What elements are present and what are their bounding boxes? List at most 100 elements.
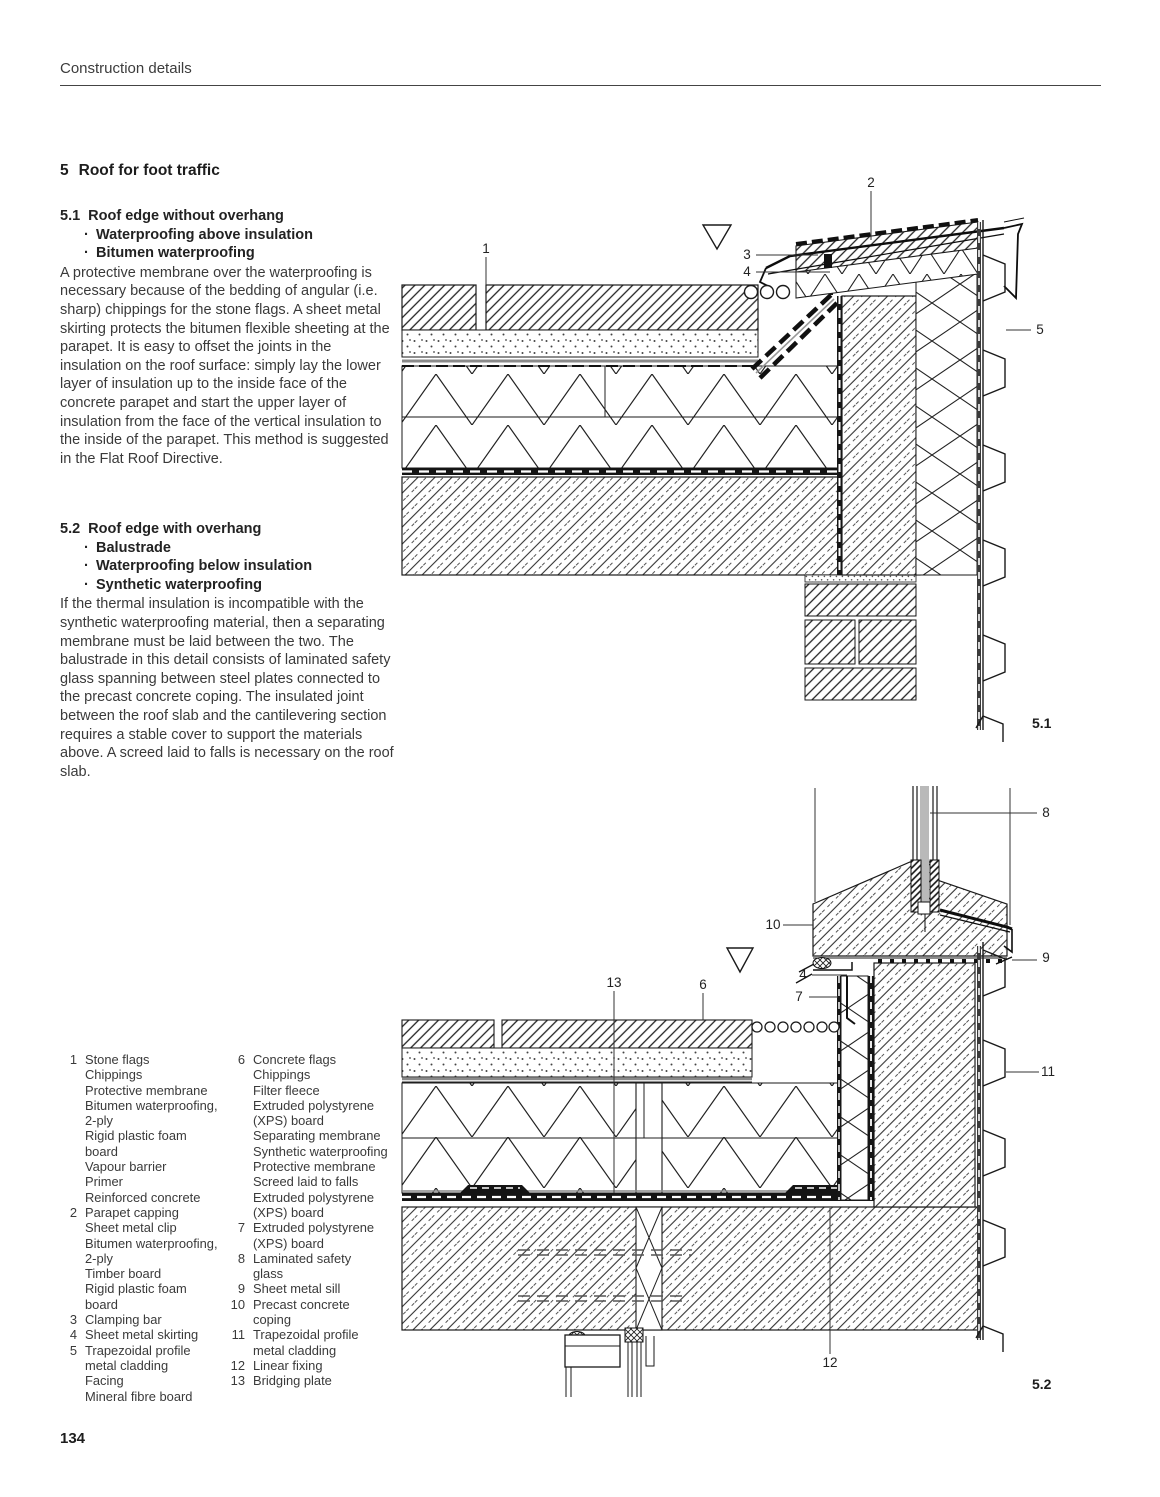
drawing-callout: 10	[765, 917, 780, 932]
legend-item-lines: Bridging plate	[253, 1373, 332, 1388]
callout-number: 9	[1042, 949, 1050, 965]
callout-number: 11	[1040, 1063, 1056, 1079]
legend-item-number: 2	[69, 1204, 77, 1220]
bullet-item: · Synthetic waterproofing	[60, 576, 394, 595]
callout-number: 3	[743, 246, 751, 262]
drawing-callout: 4	[799, 967, 807, 982]
callout-number: 4	[799, 966, 807, 982]
legend-line: Facing	[85, 1373, 124, 1389]
drawing-callout: 11	[1041, 1064, 1055, 1079]
legend-line: Protective membrane	[85, 1082, 208, 1098]
bullet-text: Bitumen waterproofing	[96, 245, 255, 262]
drawing-callout: 13	[606, 975, 621, 990]
section-5-1: 5.1 Roof edge without overhang · Waterproo…	[60, 207, 394, 468]
drawing-label-5-1: 5.1	[1032, 715, 1052, 731]
legend-line: Clamping bar	[85, 1312, 162, 1328]
legend-line: Primer	[85, 1174, 123, 1190]
legend-item-number: 11	[231, 1327, 245, 1343]
bullet-glyph: ·	[84, 576, 89, 593]
callout-number: 12	[822, 1354, 838, 1370]
bullet-text: Waterproofing above insulation	[96, 226, 313, 243]
legend-item-number: 8	[237, 1250, 245, 1266]
leader-lines	[485, 191, 1031, 331]
legend-line: Trapezoidal profile	[253, 1327, 359, 1343]
legend-line: coping	[253, 1312, 291, 1328]
callout-number: 1	[482, 240, 490, 256]
legend-line: metal cladding	[253, 1342, 337, 1358]
legend-item-number: 13	[230, 1373, 245, 1389]
drawing-callout: 1	[482, 241, 490, 256]
section-heading-text: Roof edge without overhang	[88, 208, 284, 224]
legend-line: Extruded polystyrene	[253, 1097, 375, 1113]
legend-line: (XPS) board	[253, 1204, 324, 1220]
legend-line: Sheet metal skirting	[85, 1327, 199, 1343]
drawing-callout: 9	[1042, 950, 1050, 965]
legend-line: Mineral fibre board	[85, 1388, 193, 1404]
callout-number: 8	[1042, 804, 1050, 820]
legend-line: Filter fleece	[253, 1082, 320, 1098]
legend-item-number: 1	[69, 1052, 77, 1067]
bullet-glyph: ·	[84, 539, 89, 556]
legend-line: Protective membrane	[253, 1159, 376, 1175]
drawing-callout: 3	[743, 247, 751, 262]
bullet-text: Synthetic waterproofing	[96, 576, 262, 593]
legend-line: Screed laid to falls	[253, 1174, 359, 1190]
bullet-item: ·Waterproofing below insulation	[60, 557, 394, 576]
section-heading-number: 5.1	[60, 208, 81, 224]
legend-line: Precast concrete	[253, 1296, 350, 1312]
legend-line: Vapour barrier	[85, 1159, 167, 1175]
callout-number: 6	[699, 976, 707, 992]
legend-line: Bridging plate	[253, 1373, 332, 1389]
legend-item-lines: Clamping bar	[85, 1312, 162, 1327]
bullet-item: · Balustrade	[60, 539, 394, 558]
legend-item-lines: Extruded polystyrene(XPS) board	[253, 1220, 374, 1251]
legend-item-number: 7	[237, 1220, 245, 1236]
legend-item-number: 4	[69, 1327, 77, 1343]
legend-line: (XPS) board	[253, 1113, 324, 1129]
page-title-number: 5	[60, 162, 69, 179]
legend-line: Extruded polystyrene	[253, 1220, 375, 1236]
leader-lines	[613, 812, 1039, 1354]
legend-item-lines: Sheet metal skirting	[85, 1327, 198, 1342]
legend-item-number: 9	[237, 1281, 245, 1297]
legend-item: 12 Linear fixing	[228, 1358, 388, 1373]
callout-number: 5	[1036, 321, 1044, 337]
legend-item: 4 Sheet metal skirting	[60, 1327, 218, 1342]
callout-number: 7	[795, 988, 803, 1004]
drawing-callout: 7	[795, 989, 803, 1004]
detail-drawing-5-1-graphic	[401, 191, 1031, 742]
legend-line: Concrete flags	[253, 1052, 337, 1067]
legend-line: Rigid plastic foam	[85, 1281, 187, 1297]
running-header-text: Construction details	[60, 60, 192, 77]
bullet-glyph: ·	[84, 226, 89, 243]
legend-line: board	[85, 1143, 118, 1159]
legend-line: Laminated safety	[253, 1250, 352, 1266]
drawing-callout: 6	[699, 977, 707, 992]
legend-item-lines: Sheet metal sill	[253, 1281, 340, 1296]
legend-line: Bitumen waterproofing,	[85, 1235, 218, 1251]
legend-line: Chippings	[253, 1067, 311, 1083]
legend-line: Extruded polystyrene	[253, 1189, 375, 1205]
callout-number: 2	[867, 174, 875, 190]
legend-line: Bitumen waterproofing,	[85, 1097, 218, 1113]
drawing-label-5-2: 5.2	[1032, 1376, 1052, 1392]
bullet-text: Balustrade	[96, 539, 171, 556]
bullet-text: Waterproofing below insulation	[96, 558, 313, 575]
legend-item: 13 Bridging plate	[228, 1373, 388, 1388]
legend-item-number: 12	[230, 1357, 245, 1373]
section-body: If the thermal insulation is incompatibl…	[60, 596, 394, 780]
